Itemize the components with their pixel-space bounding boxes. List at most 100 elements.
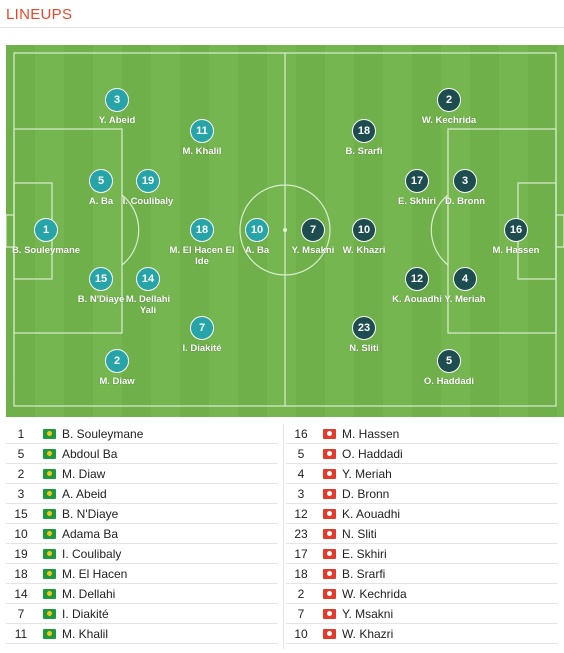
tunisia-flag-icon [323,509,336,519]
player-name: Abdoul Ba [62,447,118,461]
player-name: D. Bronn [444,196,486,207]
player-name: M. El Hacen El Ide [169,245,235,267]
player-name: O. Haddadi [342,447,403,461]
player-number-badge: 5 [89,169,113,193]
shirt-number: 7 [17,607,25,621]
player-number-badge: 2 [105,349,129,373]
shirt-number: 17 [294,547,308,561]
player-number-badge: 3 [105,88,129,112]
player-name: N. Sliti [342,527,377,541]
shirt-number: 7 [297,607,305,621]
player-number-badge: 4 [453,267,477,291]
player-name: Y. Abeid [98,115,136,126]
player-number-badge: 23 [352,316,376,340]
player-name: B. N'Diaye [77,294,125,305]
mauritania-flag-icon [43,589,56,599]
player-name: M. Diaw [99,376,135,387]
lineup-row[interactable]: 10 W. Khazri [286,624,558,644]
player-number-badge: 18 [352,119,376,143]
lineup-row[interactable]: 7 I. Diakité [6,604,278,624]
tunisia-flag-icon [323,549,336,559]
player-name: M. El Hacen [62,567,128,581]
mauritania-flag-icon [43,429,56,439]
player-name: E. Skhiri [397,196,436,207]
player-number-badge: 7 [301,218,325,242]
player-name: W. Khazri [342,245,386,256]
player-number-badge: 2 [437,88,461,112]
player-name: W. Kechrida [421,115,477,126]
player-name: O. Haddadi [423,376,475,387]
tunisia-flag-icon [323,609,336,619]
shirt-number: 16 [294,427,308,441]
player-name: A. Abeid [62,487,107,501]
shirt-number: 3 [297,487,305,501]
shirt-number: 1 [17,427,25,441]
pitch: 1 B. Souleymane 3 Y. Abeid 5 A. Ba 15 B.… [6,45,564,417]
shirt-number: 2 [17,467,25,481]
player-number-badge: 19 [136,169,160,193]
mauritania-flag-icon [43,569,56,579]
shirt-number: 3 [17,487,25,501]
player-name: A. Ba [88,196,114,207]
lineup-row[interactable]: 3 A. Abeid [6,484,278,504]
title-divider [0,27,564,28]
player-number-badge: 11 [190,119,214,143]
list-divider [283,424,284,649]
lineup-row[interactable]: 18 M. El Hacen [6,564,278,584]
player-number-badge: 5 [437,349,461,373]
player-name: Y. Msakni [291,245,335,256]
player-name: M. Hassen [342,427,400,441]
mauritania-flag-icon [43,449,56,459]
lineup-row[interactable]: 23 N. Sliti [286,524,558,544]
tunisia-flag-icon [323,589,336,599]
player-name: M. Dellahi Yali [125,294,171,316]
player-name: M. Hassen [492,245,540,256]
player-name: B. N'Diaye [62,507,119,521]
player-name: W. Kechrida [342,587,407,601]
player-number-badge: 14 [136,267,160,291]
player-number-badge: 16 [504,218,528,242]
player-name: M. Khalil [182,146,222,157]
lineup-row[interactable]: 3 D. Bronn [286,484,558,504]
tunisia-flag-icon [323,429,336,439]
player-number-badge: 7 [190,316,214,340]
player-number-badge: 18 [190,218,214,242]
player-name: W. Khazri [342,627,394,641]
shirt-number: 18 [14,567,28,581]
shirt-number: 14 [14,587,28,601]
player-name: B. Souleymane [11,245,81,256]
mauritania-flag-icon [43,629,56,639]
player-name: Y. Meriah [342,467,392,481]
tunisia-flag-icon [323,529,336,539]
shirt-number: 10 [294,627,308,641]
player-name: I. Coulibaly [62,547,122,561]
player-name: K. Aouadhi [392,294,442,305]
player-name: I. Diakité [62,607,109,621]
mauritania-flag-icon [43,529,56,539]
mauritania-flag-icon [43,489,56,499]
lineup-row[interactable]: 16 M. Hassen [286,424,558,444]
player-number-badge: 3 [453,169,477,193]
player-name: A. Ba [244,245,270,256]
shirt-number: 23 [294,527,308,541]
player-name: D. Bronn [342,487,390,501]
tunisia-flag-icon [323,469,336,479]
player-name: K. Aouadhi [342,507,401,521]
tunisia-flag-icon [323,449,336,459]
